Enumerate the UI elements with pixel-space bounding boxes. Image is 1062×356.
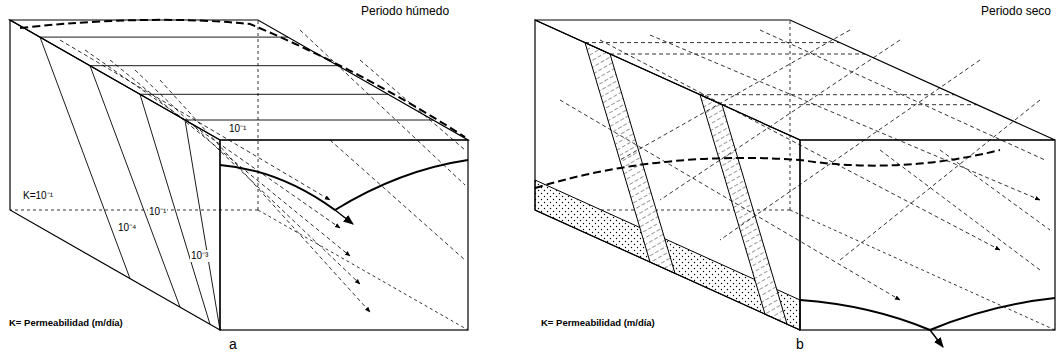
- dike-trace: [585, 43, 977, 105]
- permeability-value: 10⁻³: [190, 250, 209, 262]
- flow-line: [60, 40, 330, 200]
- water-table: [800, 298, 1055, 330]
- top-face: [535, 20, 1055, 140]
- flow-line: [85, 50, 340, 228]
- hidden-edge: [535, 20, 1055, 330]
- flow-line: [300, 30, 465, 260]
- panel-letter: a: [228, 336, 238, 352]
- discharge-arrow: [335, 210, 353, 224]
- flow-line: [160, 80, 370, 312]
- water-table: [535, 150, 1000, 188]
- legend-note: K= Permeabilidad (m/día): [540, 318, 656, 329]
- permeability-value: 10⁻⁴: [117, 222, 137, 234]
- legend-note: K= Permeabilidad (m/día): [8, 318, 124, 329]
- flow-line: [620, 30, 1040, 260]
- permeability-value: K=10⁻¹: [22, 190, 54, 202]
- top-face: [10, 20, 468, 140]
- flow-line: [760, 30, 1045, 160]
- flow-line: [135, 70, 360, 284]
- permeability-value: 10⁻¹: [228, 123, 247, 135]
- front-face: [220, 140, 468, 330]
- dike: [700, 95, 787, 324]
- block-a: [10, 20, 468, 330]
- flow-line: [880, 150, 1050, 270]
- front-face: [800, 140, 1055, 330]
- flow-line: [600, 40, 1000, 250]
- flow-line: [560, 100, 900, 300]
- layer-boundary: [40, 37, 433, 120]
- flow-line: [110, 60, 350, 256]
- flow-line: [650, 35, 1040, 200]
- block-b: [535, 20, 1055, 347]
- panel-title: Periodo húmedo: [360, 5, 450, 19]
- side-face: [535, 20, 800, 330]
- side-face: [10, 20, 220, 330]
- panel-letter: b: [795, 336, 805, 352]
- water-table: [20, 20, 465, 137]
- water-table: [220, 160, 468, 210]
- layer-boundary: [40, 37, 220, 330]
- panel-title: Periodo seco: [980, 5, 1052, 19]
- hidden-edge: [10, 20, 468, 330]
- discharge-arrow: [930, 330, 943, 347]
- permeability-value: 10⁻¹: [148, 206, 167, 218]
